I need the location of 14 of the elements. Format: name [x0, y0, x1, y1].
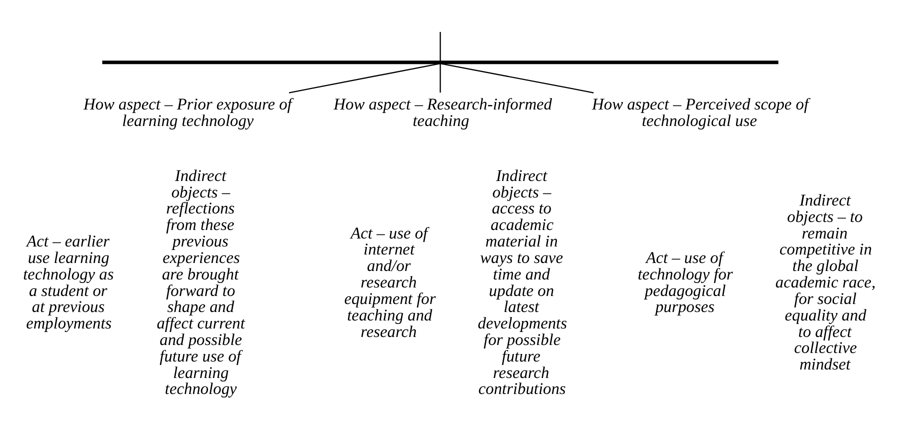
node-text: How aspect – Perceived scope of technological use: [592, 94, 809, 130]
connector: [440, 63, 441, 92]
connector: [440, 31, 441, 61]
node-text: Indirect objects – to remain competitive in the global academic race, for social equality and to affect collective mindset: [775, 190, 876, 374]
node-text: Act – use of technology for pedagogical purposes: [638, 247, 733, 316]
connector: [440, 62, 594, 93]
connector: [288, 62, 440, 93]
node-text: Act – use of internet and/or research equipment for teaching and research: [344, 222, 436, 340]
node-text: Indirect objects – access to academic material in ways to save time and update on latest developments for possible future research contributions: [478, 165, 568, 398]
node-text: Indirect objects – reflections from these previous experiences are brought forward to shape and affect current and possible future use of learning technology: [156, 165, 245, 398]
node-bar: [102, 60, 778, 64]
node-text: Act – earlier use learning technology as a student or at previous employments: [23, 231, 114, 332]
node-text: How aspect – Prior exposure of learning technology: [83, 94, 292, 130]
node-text: How aspect – Research-informed teaching: [334, 94, 552, 130]
